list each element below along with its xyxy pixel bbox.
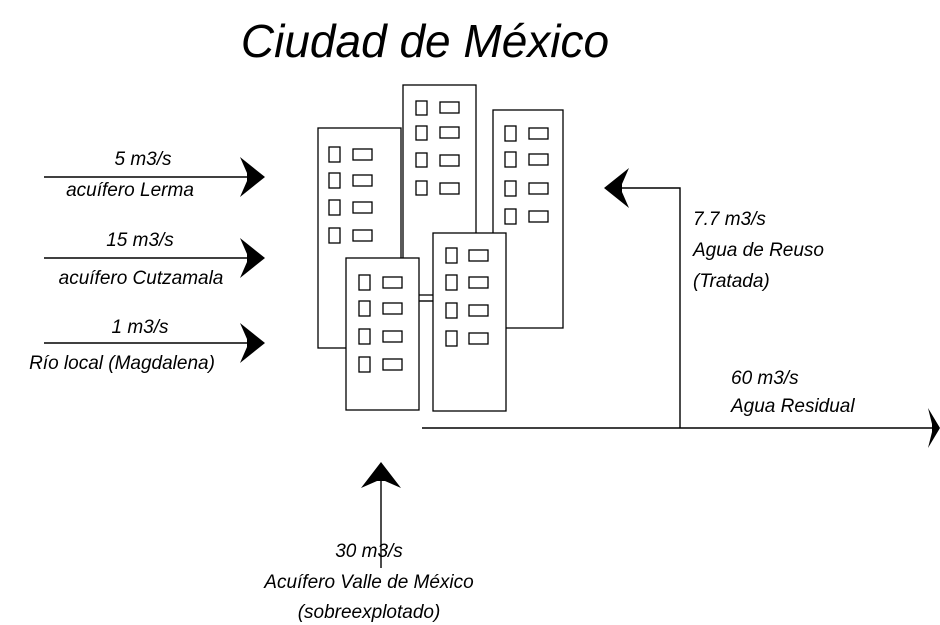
arrow-right-icon: [240, 323, 265, 363]
aquifer-inflow: 30 m3/s Acuífero Valle de México (sobree…: [263, 462, 474, 623]
inflow-cutzamala-rate: 15 m3/s: [106, 230, 174, 251]
arrow-left-icon: [604, 168, 629, 208]
aquifer-label: Acuífero Valle de México: [263, 572, 473, 593]
inflow-magdalena: 1 m3/s Río local (Magdalena): [29, 317, 265, 374]
inflow-cutzamala-source: acuífero Cutzamala: [59, 268, 224, 289]
inflow-lerma-rate: 5 m3/s: [114, 149, 172, 170]
inflow-magdalena-rate: 1 m3/s: [111, 317, 169, 338]
inflow-lerma-source: acuífero Lerma: [66, 180, 194, 201]
inflow-lerma: 5 m3/s acuífero Lerma: [44, 149, 265, 201]
reuse-rate: 7.7 m3/s: [693, 209, 766, 230]
aquifer-sublabel: (sobreexplotado): [298, 602, 441, 623]
reuse-return: 7.7 m3/s Agua de Reuso (Tratada): [604, 168, 824, 428]
wastewater-outflow: 60 m3/s Agua Residual: [422, 368, 940, 448]
diagram-title: Ciudad de México: [241, 15, 609, 67]
arrow-right-icon: [240, 157, 265, 197]
inflow-magdalena-source: Río local (Magdalena): [29, 353, 215, 374]
arrow-right-icon: [928, 408, 940, 448]
arrow-right-icon: [240, 238, 265, 278]
aquifer-rate: 30 m3/s: [335, 541, 403, 562]
city-buildings-icon: [317, 84, 564, 412]
wastewater-label: Agua Residual: [730, 396, 855, 417]
arrow-up-icon: [361, 462, 401, 488]
wastewater-rate: 60 m3/s: [731, 368, 799, 389]
reuse-label: Agua de Reuso: [692, 240, 824, 261]
reuse-sublabel: (Tratada): [693, 271, 770, 292]
inflow-cutzamala: 15 m3/s acuífero Cutzamala: [44, 230, 265, 289]
